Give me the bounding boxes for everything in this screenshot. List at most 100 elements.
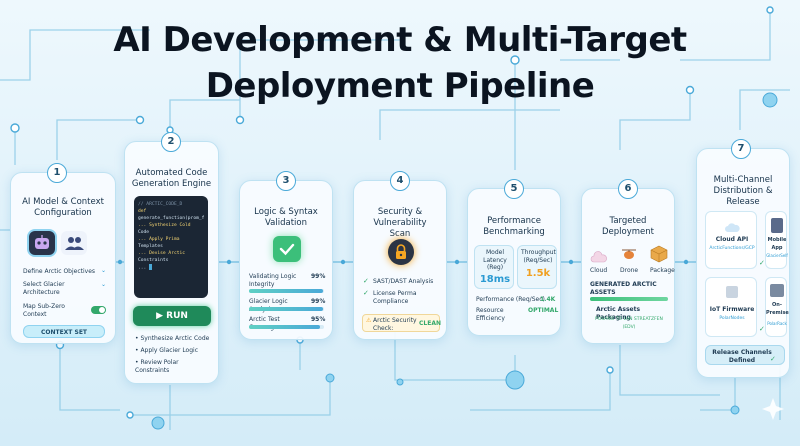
cloud-icon: [724, 218, 740, 237]
target-package: Package: [650, 267, 675, 274]
code-line: Templates: [138, 244, 163, 249]
mobile-icon: [771, 218, 783, 233]
stage-2-item-3-label: Review Polar Constraints: [135, 359, 179, 374]
cursor-icon: [149, 264, 153, 270]
target-drone: Drone: [620, 267, 639, 274]
metric-3-bar: [249, 325, 324, 329]
metric-1-bar: [249, 289, 324, 293]
efficiency-label: Resource Efficiency: [476, 307, 505, 322]
latency-value: 18ms: [479, 274, 511, 285]
channel-name: Mobile App: [767, 237, 787, 251]
stage-1-item-2[interactable]: Select Glacier Architecture: [23, 281, 65, 296]
security-check-panel: ⚠ Arctic Security Check: CLEAN: [362, 314, 441, 332]
stage-1-title: AI Model & Context Configuration: [22, 197, 104, 218]
stage-6-number: 6: [618, 179, 638, 199]
code-line: generate_function(prom_f: [138, 216, 205, 221]
stage-6-card: Targeted Deployment Cloud Drone Package …: [581, 188, 675, 344]
target-cloud: Cloud: [590, 267, 608, 274]
stage-3-card: Logic & Syntax Validation Validating Log…: [239, 180, 333, 340]
page-title-line1: AI Development & Multi-Target: [113, 20, 687, 60]
code-line: ...: [138, 264, 204, 272]
stage-7-title: Multi-Channel Distribution & Release: [713, 175, 773, 207]
metric-1-label: Validating Logic Integrity: [249, 273, 297, 288]
code-line: ... Synthesize Cold: [138, 223, 191, 228]
release-footer-label: Release Channels Defined: [712, 349, 772, 364]
code-line: // ARCTIC_CODE_D: [138, 202, 183, 207]
robot-icon: [29, 231, 55, 255]
throughput-panel: Throughput (Req/Sec) 1.5k: [517, 245, 557, 289]
stage-1-item-3[interactable]: Map Sub-Zero Context: [23, 303, 65, 318]
stage-5-card: Performance Benchmarking Model Latency (…: [467, 188, 561, 336]
stage-2-title: Automated Code Generation Engine: [131, 168, 212, 189]
code-line: Code: [138, 230, 150, 235]
channel-mobile-app[interactable]: Mobile App GlacierSelf: [765, 211, 788, 269]
code-line: Constraints: [138, 258, 169, 263]
page-title-line2: Deployment Pipeline: [205, 66, 595, 106]
stage-4-card: Security & Vulnerability Scan ✓ SAST/DAS…: [353, 180, 447, 340]
warning-icon: ⚠: [366, 317, 372, 324]
stage-7-number: 7: [731, 139, 751, 159]
check-icon: ✓: [759, 325, 765, 333]
chevron-down-icon[interactable]: ⌄: [101, 267, 107, 274]
cloud-icon: [590, 249, 608, 263]
channel-sub: GlacierSelf: [766, 253, 788, 258]
code-line: def: [138, 209, 147, 214]
check-icon: ✓: [759, 259, 765, 267]
stage-4-item-1: SAST/DAST Analysis: [373, 278, 434, 285]
drone-icon: [620, 247, 638, 263]
stage-3-number: 3: [276, 171, 296, 191]
stage-2-item-1-label: Synthesize Arctic Code: [140, 335, 210, 342]
perf-value: 1.4K: [540, 296, 556, 303]
latency-label: Model Latency (Reg): [483, 249, 507, 271]
channel-on-premise[interactable]: On-Premise PolarRack: [765, 277, 789, 337]
stage-3-title: Logic & Syntax Validation: [254, 207, 318, 228]
run-button[interactable]: ▶ RUN: [133, 306, 211, 326]
stage-5-number: 5: [504, 179, 524, 199]
users-icon: [61, 231, 87, 255]
package-icon: [650, 245, 668, 263]
code-line-ellipsis: ...: [138, 265, 147, 271]
code-line: ... Devise Arctic: [138, 251, 186, 256]
channel-name: On-Premise: [766, 302, 789, 316]
release-footer: Release Channels Defined ✓: [705, 345, 785, 365]
context-set-button[interactable]: CONTEXT SET: [23, 325, 105, 338]
stage-2-item-3: • Review Polar Constraints: [135, 359, 179, 374]
stage-6-title: Targeted Deployment: [602, 216, 654, 237]
code-editor[interactable]: // ARCTIC_CODE_D def generate_function(p…: [134, 196, 208, 298]
chip-icon: [726, 286, 738, 298]
metric-3-value: 95%: [311, 316, 326, 323]
stage-2-number: 2: [161, 132, 181, 152]
channel-name: Cloud API: [715, 236, 749, 243]
metric-1-value: 99%: [311, 273, 326, 280]
metric-2-value: 99%: [311, 298, 326, 305]
channel-iot-firmware[interactable]: IoT Firmware PolarNodes: [705, 277, 757, 337]
channel-cloud-api[interactable]: Cloud API ArcticFunctions/GCP: [705, 211, 757, 269]
stage-7-card: Multi-Channel Distribution & Release Clo…: [696, 148, 790, 378]
stage-4-item-2: License Perma Compliance: [373, 290, 417, 305]
perf-label: Performance (Req/Sec): [476, 296, 545, 303]
chevron-down-icon[interactable]: ⌄: [101, 281, 107, 288]
efficiency-value: OPTIMAL: [528, 307, 559, 314]
generated-assets-label: GENERATED ARCTIC ASSETS: [590, 281, 657, 296]
stage-2-item-2-label: Apply Glacier Logic: [140, 347, 199, 354]
stage-5-title: Performance Benchmarking: [483, 216, 545, 237]
stage-4-number: 4: [390, 171, 410, 191]
channel-name: IoT Firmware: [709, 306, 755, 313]
generated-assets-bar: [590, 297, 668, 301]
stage-2-item-1: • Synthesize Arctic Code: [135, 335, 210, 342]
stage-2-item-2: • Apply Glacier Logic: [135, 347, 199, 354]
play-icon: ▶: [156, 311, 167, 321]
packaging-footer: POSANO TO LAN STREATZFEN (EDV): [595, 317, 663, 330]
stage-1-number: 1: [47, 163, 67, 183]
security-check-status: CLEAN: [419, 320, 441, 327]
packaging-label: Arctic Assets Packaging: [596, 306, 641, 321]
checkmark-icon: [273, 236, 301, 262]
run-button-label: RUN: [166, 311, 188, 321]
lock-icon: [388, 239, 414, 265]
sparkle-icon: [762, 398, 784, 420]
stage-1-item-1[interactable]: Define Arctic Objectives: [23, 268, 96, 275]
channel-sub: PolarNodes: [719, 316, 745, 321]
server-icon: [770, 284, 784, 297]
code-line: ... Apply Prima: [138, 237, 180, 242]
map-context-toggle[interactable]: [91, 306, 106, 314]
